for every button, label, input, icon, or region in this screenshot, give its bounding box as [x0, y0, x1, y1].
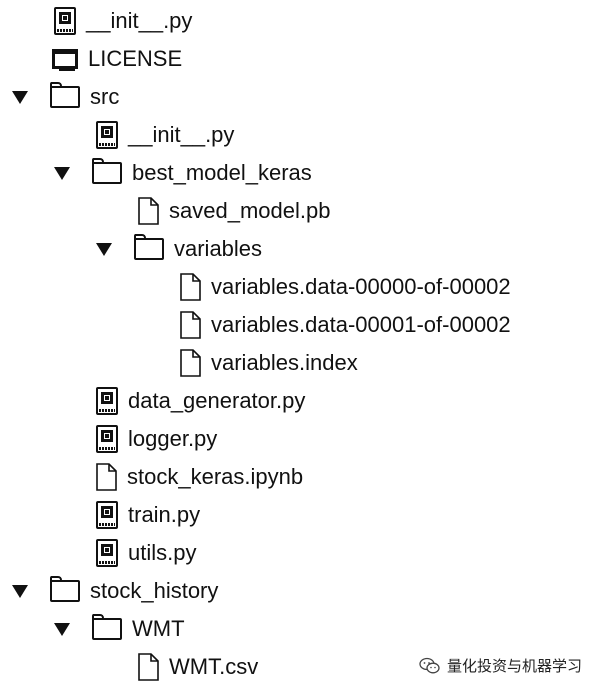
tree-item-label: train.py — [128, 502, 201, 527]
disclosure-triangle-icon[interactable] — [54, 622, 72, 636]
python-file-icon — [96, 501, 118, 529]
tree-item-label: LICENSE — [88, 46, 183, 71]
tree-item-train-py[interactable]: train.py — [96, 496, 200, 534]
tree-item-label: stock_history — [90, 578, 219, 603]
tree-item-saved-model-pb[interactable]: saved_model.pb — [138, 192, 330, 230]
disclosure-triangle-icon[interactable] — [96, 242, 114, 256]
folder-icon — [50, 576, 80, 602]
tree-item-src[interactable]: src — [12, 78, 119, 116]
python-file-icon — [96, 387, 118, 415]
python-file-icon — [96, 425, 118, 453]
tree-item-license[interactable]: LICENSE — [52, 40, 182, 78]
tree-item-label: variables.index — [211, 350, 358, 375]
folder-icon — [134, 234, 164, 260]
license-icon — [52, 49, 78, 71]
tree-item-utils-py[interactable]: utils.py — [96, 534, 196, 572]
tree-item-wmt-folder[interactable]: WMT — [54, 610, 185, 648]
wechat-logo-icon — [419, 657, 441, 675]
tree-item-label: __init__.py — [128, 122, 235, 147]
folder-icon — [50, 82, 80, 108]
tree-item-label: variables — [174, 236, 263, 261]
tree-item-label: data_generator.py — [128, 388, 306, 413]
folder-icon — [92, 614, 122, 640]
watermark: 量化投资与机器学习 — [419, 655, 582, 676]
tree-item-stock-keras-ipynb[interactable]: stock_keras.ipynb — [96, 458, 303, 496]
tree-item-best-model-keras[interactable]: best_model_keras — [54, 154, 312, 192]
tree-item-init-py[interactable]: __init__.py — [54, 2, 192, 40]
document-icon — [138, 653, 159, 681]
tree-item-label: variables.data-00000-of-00002 — [211, 274, 511, 299]
tree-item-label: variables.data-00001-of-00002 — [211, 312, 511, 337]
disclosure-triangle-icon[interactable] — [54, 166, 72, 180]
tree-item-wmt-csv[interactable]: WMT.csv — [138, 648, 258, 686]
document-icon — [96, 463, 117, 491]
folder-icon — [92, 158, 122, 184]
tree-item-label: logger.py — [128, 426, 218, 451]
tree-item-label: WMT — [132, 616, 185, 641]
tree-item-data-generator-py[interactable]: data_generator.py — [96, 382, 305, 420]
tree-item-logger-py[interactable]: logger.py — [96, 420, 217, 458]
tree-item-label: src — [90, 84, 120, 109]
document-icon — [180, 273, 201, 301]
disclosure-triangle-icon[interactable] — [12, 90, 30, 104]
tree-item-stock-history[interactable]: stock_history — [12, 572, 218, 610]
tree-item-label: utils.py — [128, 540, 197, 565]
tree-item-label: WMT.csv — [169, 654, 259, 679]
tree-item-label: saved_model.pb — [169, 198, 331, 223]
document-icon — [180, 311, 201, 339]
tree-item-variables-index[interactable]: variables.index — [180, 344, 358, 382]
python-file-icon — [96, 121, 118, 149]
python-file-icon — [96, 539, 118, 567]
python-file-icon — [54, 7, 76, 35]
disclosure-triangle-icon[interactable] — [12, 584, 30, 598]
tree-item-variables-data-00001[interactable]: variables.data-00001-of-00002 — [180, 306, 511, 344]
tree-item-src-init-py[interactable]: __init__.py — [96, 116, 234, 154]
tree-item-label: best_model_keras — [132, 160, 312, 185]
tree-item-label: __init__.py — [86, 8, 193, 33]
tree-item-label: stock_keras.ipynb — [127, 464, 304, 489]
document-icon — [180, 349, 201, 377]
tree-item-variables-data-00000[interactable]: variables.data-00000-of-00002 — [180, 268, 511, 306]
tree-item-variables-folder[interactable]: variables — [96, 230, 262, 268]
watermark-text: 量化投资与机器学习 — [446, 657, 582, 675]
document-icon — [138, 197, 159, 225]
